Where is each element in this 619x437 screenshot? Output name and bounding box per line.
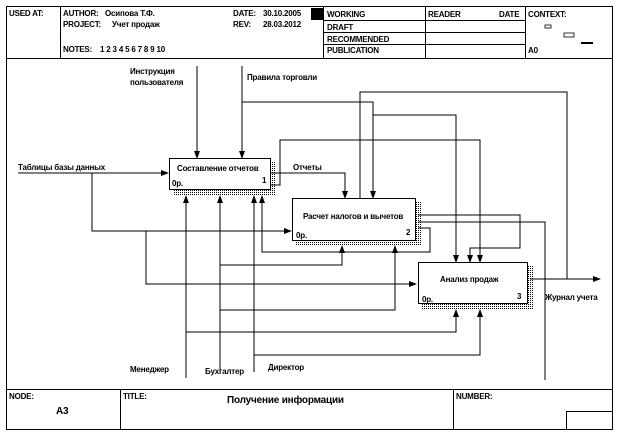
label-control-rules: Правила торговли [247, 73, 317, 82]
context-thumb-3 [581, 42, 593, 44]
status-working: WORKING [327, 10, 366, 19]
arrow-box1-output-feedback [271, 139, 483, 263]
context-label: CONTEXT: [528, 10, 567, 19]
rev-value: 28.03.2012 [263, 20, 302, 29]
status-working-marker [311, 8, 323, 20]
activity-2-box[interactable] [292, 198, 416, 241]
arrow-input-tables-branch-2 [91, 173, 292, 234]
label-control-instruction-line2: пользователя [130, 78, 184, 87]
activity-1-name: Составление отчетов [177, 164, 259, 173]
status-publication: PUBLICATION [327, 46, 379, 55]
arrow-box2-feedback-left [259, 195, 431, 253]
label-input-tables: Таблицы базы данных [18, 163, 106, 172]
notes-value: 1 2 3 4 5 6 7 8 9 10 [100, 45, 165, 54]
arrow-box2-output [418, 214, 521, 263]
label-reports: Отчеты [293, 163, 322, 172]
arrow-control-rules-branch-3 [373, 114, 459, 263]
used-at-label: USED AT: [9, 9, 44, 18]
arrow-input-tables-branch-3 [145, 231, 417, 287]
arrow-mechanism-manager-branch [186, 309, 459, 333]
footer-number-box [566, 411, 613, 430]
title-value: Получение информации [227, 395, 344, 406]
author-value: Осипова Т.Ф. [105, 9, 155, 18]
date-value: 30.10.2005 [263, 9, 302, 18]
project-value: Учет продаж [112, 20, 160, 29]
date-label: DATE: [233, 9, 256, 18]
arrow-control-rules-branch-2 [242, 101, 376, 199]
label-mechanism-director: Директор [268, 363, 304, 372]
label-mechanism-manager: Менеджер [130, 365, 169, 374]
status-recommended: RECOMMENDED [327, 35, 390, 44]
notes-label: NOTES: [63, 45, 93, 54]
status-draft: DRAFT [327, 23, 354, 32]
label-control-instruction-line1: Инструкция [130, 67, 175, 76]
arrow-box2-output-long [418, 221, 546, 380]
reader-date-label: DATE [499, 10, 520, 19]
reader-label: READER [428, 10, 461, 19]
node-label: NODE: [9, 392, 34, 401]
activity-3-name: Анализ продаж [440, 275, 499, 284]
activity-2-cost: 0р. [296, 231, 307, 240]
arrow-mechanism-director-branch [254, 309, 483, 356]
activity-1-box[interactable] [169, 158, 271, 190]
activity-1-number: 1 [262, 176, 267, 185]
activity-2-name: Расчет налогов и вычетов [303, 212, 404, 221]
label-output-journal: Журнал учета [545, 293, 598, 302]
title-label: TITLE: [123, 392, 147, 401]
context-node: A0 [528, 46, 538, 55]
activity-3-number: 3 [517, 292, 522, 301]
page-frame [6, 6, 613, 430]
context-thumb-1 [544, 24, 552, 29]
activity-3-box[interactable] [418, 262, 528, 304]
arrow-mechanism-accountant-branch [220, 245, 345, 266]
project-label: PROJECT: [63, 20, 101, 29]
activity-3-cost: 0р. [422, 295, 433, 304]
arrow-reports-to-box2 [271, 172, 348, 199]
label-mechanism-accountant: Бухгалтер [205, 367, 244, 376]
author-label: AUTHOR: [63, 9, 99, 18]
activity-1-cost: 0р. [172, 179, 183, 188]
number-label: NUMBER: [456, 392, 493, 401]
activity-2-number: 2 [406, 228, 411, 237]
rev-label: REV: [233, 20, 251, 29]
node-value: A3 [56, 406, 69, 417]
context-thumb-2 [563, 32, 575, 38]
arrow-output-journal-loop [359, 91, 568, 279]
arrow-mechanism-branch-mid [220, 245, 398, 311]
